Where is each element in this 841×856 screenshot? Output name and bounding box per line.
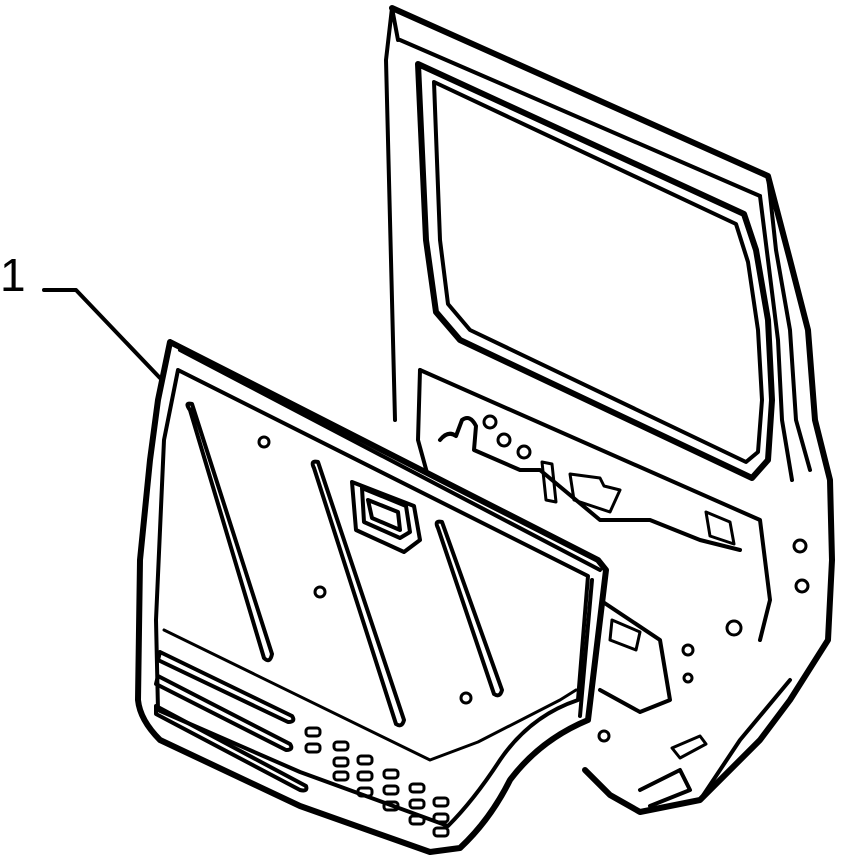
door-frame [384,5,835,815]
callout-leader-1 [42,288,162,380]
callout-label-1: 1 [0,249,26,301]
door-trim-panel [135,339,609,855]
speaker-grille [304,726,450,838]
